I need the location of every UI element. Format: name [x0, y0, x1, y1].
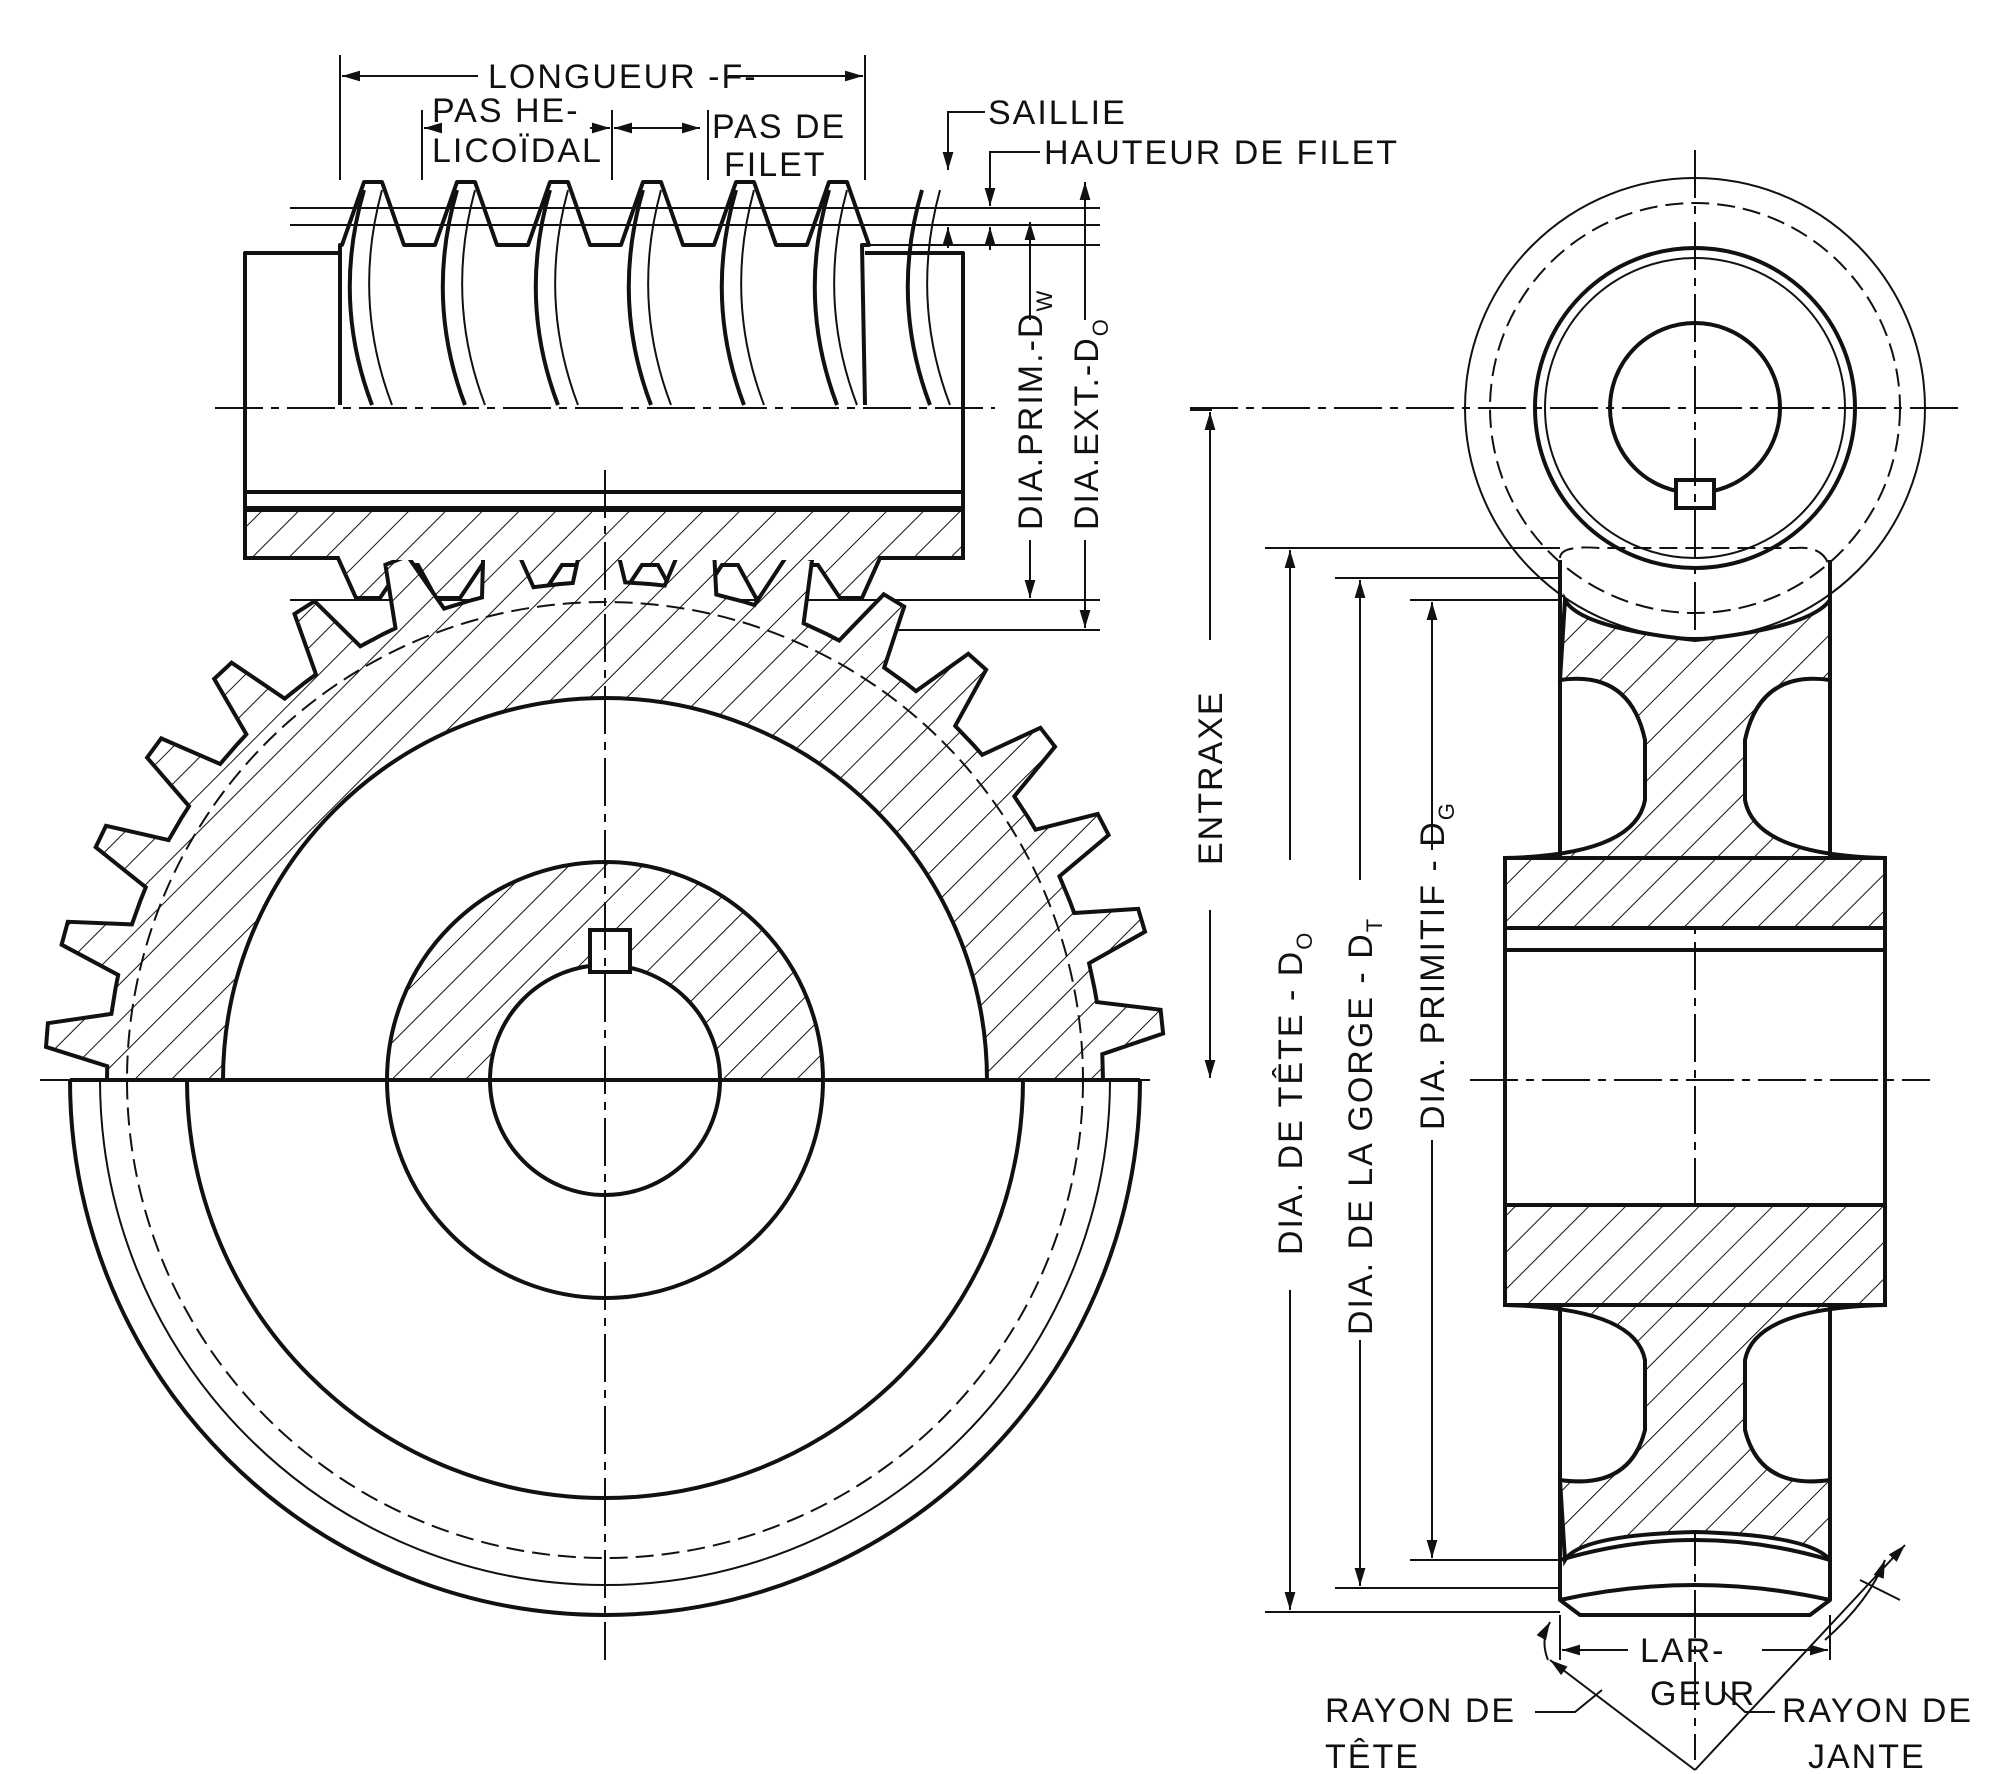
label-rayon-jante-1: RAYON DE: [1782, 1692, 1973, 1730]
worm-threads: [338, 180, 951, 406]
label-pas-helicoidal-1: PAS HE-: [432, 92, 580, 130]
label-dia-prim: DIA.PRIM.-DW: [1012, 289, 1057, 530]
worm-view: [215, 180, 1100, 631]
label-rayon-jante-2: JANTE: [1808, 1738, 1926, 1774]
label-dia-de-tete: DIA. DE TÊTE - DO: [1272, 931, 1317, 1255]
dimensions: [339, 55, 1906, 1771]
labels: LONGUEUR -F- PAS HE- LICOÏDAL PAS DE FIL…: [432, 58, 1973, 1774]
label-rayon-tete-1: RAYON DE: [1325, 1692, 1516, 1730]
label-largeur-2: GEUR: [1650, 1675, 1756, 1713]
gear-front-view: [40, 470, 1166, 1660]
gear-side-hub: [1503, 856, 1887, 1307]
label-largeur-1: LAR-: [1640, 1632, 1725, 1670]
gear-rim-bottom: [1558, 1583, 1832, 1617]
label-entraxe: ENTRAXE: [1192, 690, 1230, 865]
label-longueur: LONGUEUR -F-: [488, 58, 758, 96]
label-hauteur-de-filet: HAUTEUR DE FILET: [1044, 134, 1399, 172]
label-pas-de-filet-2: FILET: [724, 146, 827, 184]
label-saillie: SAILLIE: [988, 94, 1127, 132]
label-dia-primitif: DIA. PRIMITIF - DG: [1414, 801, 1459, 1130]
label-dia-ext: DIA.EXT.-DO: [1068, 317, 1113, 530]
gear-side-upper-section: [1503, 592, 1887, 930]
label-dia-de-la-gorge: DIA. DE LA GORGE - DT: [1342, 917, 1387, 1335]
gear-side-lower-section: [1503, 1203, 1887, 1567]
label-pas-helicoidal-2: LICOÏDAL: [432, 132, 603, 170]
label-rayon-tete-2: TÊTE: [1325, 1738, 1420, 1774]
side-view: [1190, 150, 1960, 1760]
label-pas-de-filet-1: PAS DE: [712, 108, 846, 146]
gear-outer-circle: [68, 1080, 1142, 1617]
